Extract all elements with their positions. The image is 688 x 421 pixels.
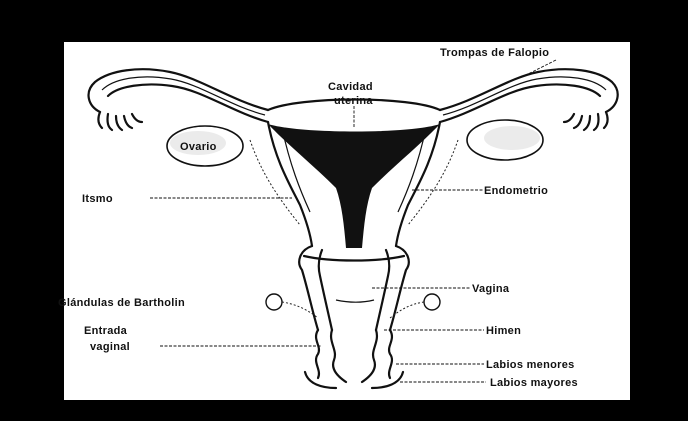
left-fallopian-tube bbox=[89, 69, 268, 130]
right-ovary bbox=[467, 120, 543, 160]
label-glandulas-de-bartholin: Glándulas de Bartholin bbox=[58, 297, 185, 309]
label-ovario: Ovario bbox=[180, 141, 217, 153]
label-endometrio: Endometrio bbox=[484, 185, 548, 197]
uterine-cavity bbox=[268, 124, 440, 248]
label-itsmo: Itsmo bbox=[82, 193, 113, 205]
labia bbox=[305, 330, 403, 388]
right-fallopian-tube bbox=[440, 69, 618, 130]
label-cavidad-line1: Cavidad bbox=[328, 81, 373, 93]
label-labios-menores: Labios menores bbox=[486, 359, 575, 371]
label-cavidad-line2: uterina bbox=[334, 95, 373, 107]
label-vagina: Vagina bbox=[472, 283, 510, 295]
label-himen: Himen bbox=[486, 325, 521, 337]
label-trompas-de-falopio: Trompas de Falopio bbox=[440, 47, 549, 59]
label-labios-mayores: Labios mayores bbox=[490, 377, 578, 389]
label-entrada-line1: Entrada bbox=[84, 325, 128, 337]
label-entrada-line2: vaginal bbox=[90, 341, 130, 353]
